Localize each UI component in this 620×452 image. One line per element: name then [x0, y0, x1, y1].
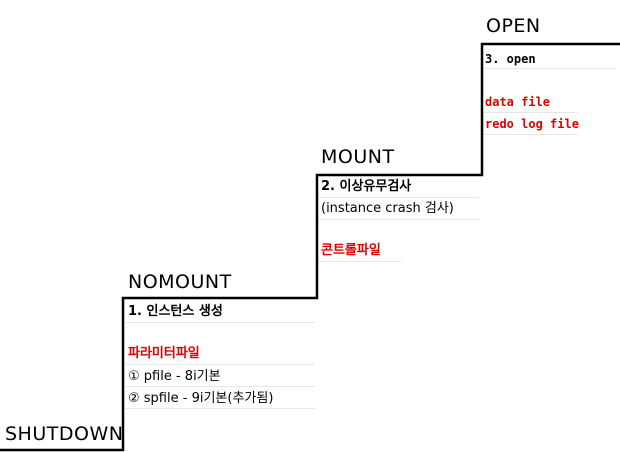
open-step: 3. open: [485, 52, 536, 66]
row-divider: [319, 219, 479, 220]
open-file-redo: redo log file: [485, 117, 579, 131]
row-divider: [319, 261, 401, 262]
row-divider: [319, 197, 479, 198]
row-divider: [125, 322, 315, 323]
row-divider: [484, 68, 616, 69]
nomount-item-pfile: ① pfile - 8i기본: [128, 369, 221, 384]
nomount-step: 1. 인스턴스 생성: [128, 304, 223, 319]
row-divider: [125, 364, 315, 365]
mount-file: 콘트롤파일: [321, 243, 381, 258]
stage-shutdown: SHUTDOWN: [5, 423, 124, 445]
nomount-file: 파라미터파일: [128, 346, 200, 361]
stage-open: OPEN: [486, 15, 541, 37]
stage-nomount: NOMOUNT: [128, 271, 232, 293]
row-divider: [125, 408, 315, 409]
row-divider: [484, 134, 578, 135]
mount-sub: (instance crash 검사): [321, 201, 454, 216]
stage-mount: MOUNT: [321, 146, 395, 168]
row-divider: [125, 386, 315, 387]
nomount-item-spfile: ② spfile - 9i기본(추가됨): [128, 391, 274, 406]
mount-step: 2. 이상유무검사: [321, 179, 412, 194]
open-file-data: data file: [485, 95, 551, 109]
row-divider: [484, 112, 578, 113]
